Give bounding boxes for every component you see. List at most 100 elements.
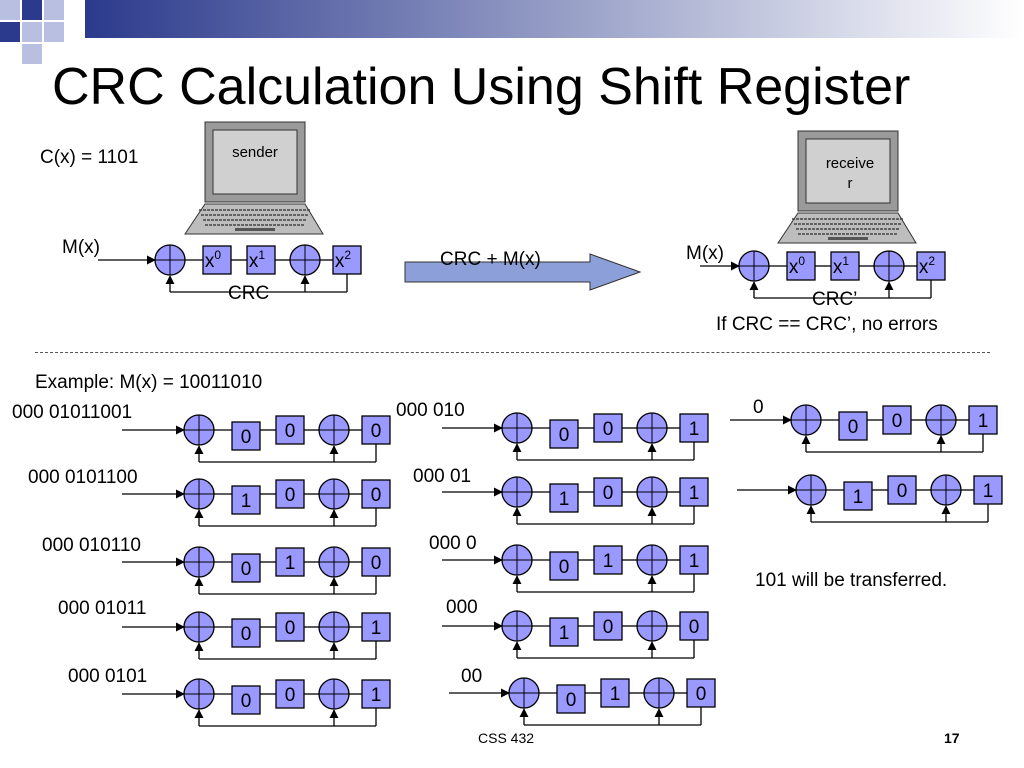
register-box: 0 [231, 421, 261, 451]
example-step-2-1: 0 0 1 [442, 412, 709, 461]
register-box: 1 [593, 545, 623, 575]
register-rect [830, 251, 860, 281]
register-rect [231, 553, 261, 583]
register-power: 1 [258, 248, 265, 262]
register-power: 2 [344, 248, 351, 262]
register-rect [275, 612, 305, 642]
example-step-2-4: 1 0 0 [442, 610, 709, 659]
register-value: 1 [241, 491, 252, 512]
register-rect [231, 485, 261, 515]
register-rect [593, 545, 623, 575]
register-rect [275, 679, 305, 709]
trackpad [828, 237, 868, 240]
register-box: 1 [679, 413, 709, 443]
register-box: 0 [593, 477, 623, 507]
register-value: 0 [566, 690, 577, 711]
register-rect [968, 405, 998, 435]
result-note: 101 will be transferred. [755, 570, 948, 591]
transfer-label: CRC + M(x) [440, 249, 541, 270]
xor-gate [501, 610, 533, 642]
xor-gate [183, 414, 215, 446]
register-value: 0 [285, 421, 296, 442]
register-box: 1 [968, 405, 998, 435]
register-rect [549, 551, 579, 581]
footer-course: CSS 432 [478, 730, 535, 746]
page-number: 17 [944, 730, 960, 746]
xor-gate [183, 611, 215, 643]
register-box: 1 [679, 545, 709, 575]
register-box: x1 [830, 251, 860, 281]
register-rect [246, 245, 276, 275]
xor-gate [154, 244, 186, 276]
register-value: 0 [371, 485, 382, 506]
register-box: 0 [686, 678, 716, 708]
register-box: 0 [679, 611, 709, 641]
receiver-label: r [848, 175, 853, 192]
register-rect [593, 611, 623, 641]
register-value: 1 [853, 487, 864, 508]
register-value: 0 [848, 417, 859, 438]
register-box: 1 [843, 481, 873, 511]
register-power: 0 [798, 254, 805, 268]
register-rect [679, 413, 709, 443]
xor-gate [636, 476, 668, 508]
xor-gate [318, 611, 350, 643]
register-power: 2 [928, 254, 935, 268]
xor-gate [636, 412, 668, 444]
xor-gate [930, 474, 962, 506]
receiver-crc-label: CRC’ [812, 289, 858, 310]
register-rect [549, 617, 579, 647]
register-box: 0 [887, 475, 917, 505]
register-value: 0 [285, 618, 296, 639]
xor-gate [790, 404, 822, 436]
step-input-label: 0 [753, 397, 764, 418]
register-value: 0 [603, 419, 614, 440]
register-box: 0 [593, 611, 623, 641]
register-value: 1 [689, 419, 700, 440]
register-value: 0 [285, 485, 296, 506]
register-box: 0 [549, 419, 579, 449]
xor-gate [318, 478, 350, 510]
register-value: 0 [603, 617, 614, 638]
step-input-label: 000 01 [413, 466, 471, 487]
register-box: 0 [275, 612, 305, 642]
register-value: 1 [371, 618, 382, 639]
register-rect [556, 684, 586, 714]
xor-gate [183, 546, 215, 578]
register-value: 1 [603, 551, 614, 572]
register-power: 0 [214, 248, 221, 262]
section-divider [35, 352, 990, 353]
xor-gate [501, 412, 533, 444]
monitor-screen [805, 138, 891, 204]
step-input-label: 000 01011 [58, 598, 146, 619]
receiver-label: receive [826, 155, 874, 172]
polynomial-label: C(x) = 1101 [40, 147, 139, 168]
register-rect [600, 678, 630, 708]
xor-gate [873, 250, 905, 282]
sender-laptop [184, 121, 324, 235]
register-box: 0 [275, 415, 305, 445]
register-rect [361, 547, 391, 577]
register-box: 0 [556, 684, 586, 714]
register-rect [549, 483, 579, 513]
register-value: 0 [285, 685, 296, 706]
register-value: 1 [559, 623, 570, 644]
register-box: 1 [600, 678, 630, 708]
step-input-label: 000 010 [396, 400, 465, 421]
xor-gate [795, 474, 827, 506]
register-value: 0 [892, 411, 903, 432]
register-rect [361, 679, 391, 709]
register-box: x2 [332, 245, 362, 275]
xor-gate [925, 404, 957, 436]
check-note: If CRC == CRC’, no errors [716, 314, 938, 335]
transfer-arrow [404, 253, 642, 291]
